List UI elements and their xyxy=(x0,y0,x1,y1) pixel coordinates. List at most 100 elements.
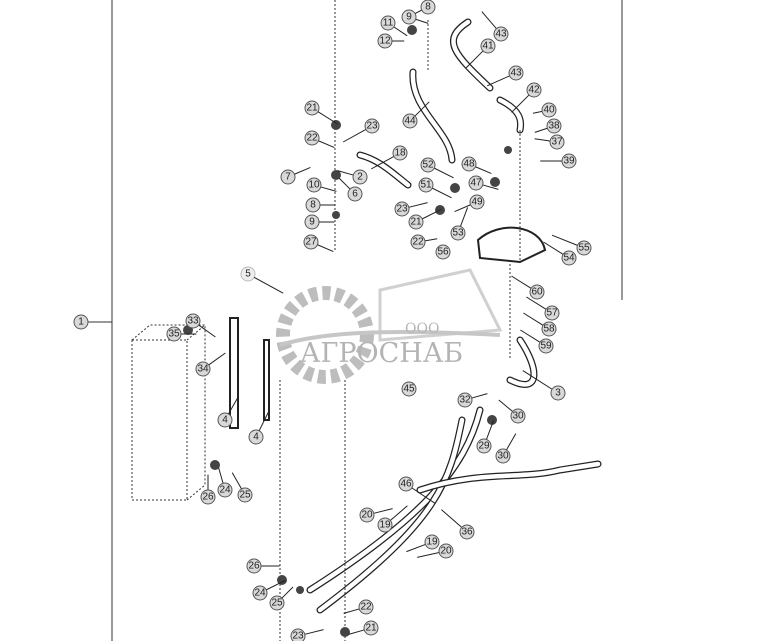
callout-circle xyxy=(304,100,320,116)
callout-label: 44 xyxy=(404,116,416,127)
callout-48: 48 xyxy=(461,156,492,175)
callout-19: 19 xyxy=(377,505,408,533)
callout-circle xyxy=(217,482,233,498)
callout-10: 10 xyxy=(306,177,337,193)
callout-circle xyxy=(424,534,440,550)
callout-circle xyxy=(377,517,393,533)
leader-line xyxy=(482,184,499,190)
callout-label: 22 xyxy=(306,133,318,144)
callout-label: 30 xyxy=(512,411,524,422)
callout-circle xyxy=(377,33,393,49)
callout-label: 20 xyxy=(361,510,373,521)
callout-11: 11 xyxy=(380,15,408,37)
callout-label: 49 xyxy=(471,197,483,208)
callout-label: 9 xyxy=(309,217,315,228)
callout-21: 21 xyxy=(304,100,338,125)
callout-label: 43 xyxy=(495,29,507,40)
callout-label: 54 xyxy=(563,253,575,264)
leader-line xyxy=(422,208,442,220)
callout-circle xyxy=(541,102,557,118)
callout-circle xyxy=(457,392,473,408)
leader-line xyxy=(231,472,242,490)
callout-circle xyxy=(359,507,375,523)
callout-circle xyxy=(252,585,268,601)
leader-line xyxy=(441,509,463,528)
leader-line xyxy=(534,138,551,142)
leader-line xyxy=(459,207,469,227)
leader-line xyxy=(414,9,422,14)
leader-line xyxy=(526,296,547,310)
callout-circle xyxy=(549,134,565,150)
callout-label: 37 xyxy=(551,137,563,148)
callout-circle xyxy=(459,524,475,540)
callout-circle xyxy=(561,250,577,266)
callout-52: 52 xyxy=(420,157,454,179)
callout-label: 55 xyxy=(578,243,590,254)
callout-4: 4 xyxy=(217,397,239,428)
callout-label: 26 xyxy=(202,492,214,503)
leader-line xyxy=(432,187,452,199)
callout-25: 25 xyxy=(231,472,253,503)
callout-label: 23 xyxy=(396,204,408,215)
leader-line xyxy=(258,411,270,431)
callout-label: 32 xyxy=(459,395,471,406)
callout-circle xyxy=(408,214,424,230)
callout-circle xyxy=(402,113,418,129)
callout-54: 54 xyxy=(543,241,577,266)
callout-circle xyxy=(166,326,182,342)
callout-label: 4 xyxy=(222,415,228,426)
callout-30: 30 xyxy=(495,433,517,464)
callout-circle xyxy=(541,321,557,337)
callout-circle xyxy=(529,284,545,300)
callout-circle xyxy=(305,197,321,213)
callout-37: 37 xyxy=(534,134,565,150)
callout-57: 57 xyxy=(526,296,560,321)
callout-circle xyxy=(363,620,379,636)
components xyxy=(131,0,547,641)
callout-label: 7 xyxy=(285,172,291,183)
callout-label: 2 xyxy=(357,172,363,183)
callout-circle xyxy=(461,156,477,172)
callout-circle xyxy=(364,118,380,134)
leader-line xyxy=(523,312,544,326)
callout-label: 29 xyxy=(478,441,490,452)
callout-circle xyxy=(418,177,434,193)
leader-line xyxy=(532,110,543,114)
callout-circle xyxy=(73,314,89,330)
callout-circle xyxy=(246,558,262,574)
callout-label: 10 xyxy=(308,180,320,191)
callout-circle xyxy=(438,543,454,559)
callout-label: 56 xyxy=(437,247,449,258)
callout-label: 43 xyxy=(510,68,522,79)
leader-line xyxy=(343,608,360,614)
callout-44: 44 xyxy=(402,101,430,129)
callout-19: 19 xyxy=(406,534,440,553)
callout-label: 38 xyxy=(548,121,560,132)
callout-32: 32 xyxy=(457,392,488,408)
leader-line xyxy=(253,276,284,294)
leader-line xyxy=(522,370,553,390)
leader-line xyxy=(342,128,367,143)
callout-23: 23 xyxy=(394,201,428,217)
leader-line xyxy=(348,629,365,635)
callout-34: 34 xyxy=(195,352,226,377)
callout-circle xyxy=(398,476,414,492)
callout-circle xyxy=(237,487,253,503)
callout-circle xyxy=(410,234,426,250)
callout-38: 38 xyxy=(534,118,562,134)
leader-line xyxy=(485,420,495,440)
callout-circle xyxy=(401,9,417,25)
callout-9: 9 xyxy=(304,214,335,230)
callout-circle xyxy=(476,438,492,454)
callout-circle xyxy=(401,381,417,397)
callout-8: 8 xyxy=(414,0,436,15)
watermark-line1: ООО xyxy=(405,321,439,337)
leader-line xyxy=(370,155,395,170)
callout-59: 59 xyxy=(520,329,554,354)
callout-label: 25 xyxy=(239,490,251,501)
callout-circle xyxy=(420,157,436,173)
callout-label: 30 xyxy=(497,451,509,462)
callout-23: 23 xyxy=(342,118,380,143)
callout-29: 29 xyxy=(476,420,495,454)
callout-label: 22 xyxy=(360,602,372,613)
